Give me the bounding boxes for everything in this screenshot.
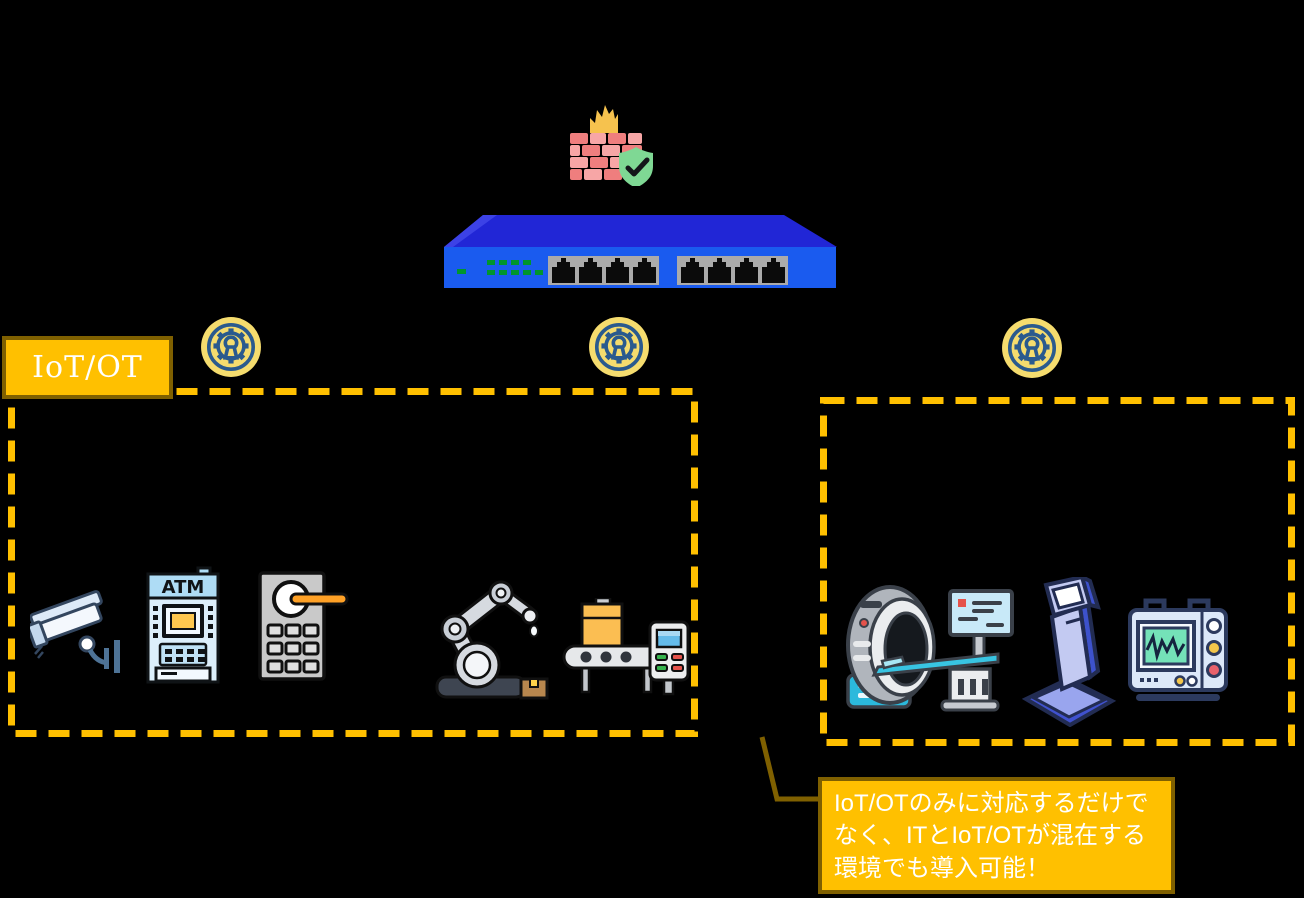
flame-shape xyxy=(590,105,618,133)
annotation-callout: IoT/OTのみに対応するだけで なく、ITとIoT/OTが混在する 環境でも導… xyxy=(818,777,1175,894)
ct-scanner-icon xyxy=(846,583,1018,720)
iot-sensor-icon-left xyxy=(200,316,262,383)
switch-leds xyxy=(457,260,543,275)
switch-port-group-2 xyxy=(677,256,788,285)
firewall-icon xyxy=(566,102,656,191)
iot-ot-zone-label: IoT/OT xyxy=(2,336,173,399)
right-zone-dashed-border xyxy=(820,397,1295,746)
kiosk-icon xyxy=(1021,573,1117,732)
iot-sensor-icon-middle xyxy=(588,316,650,383)
callout-connector-line xyxy=(755,730,825,810)
network-switch-icon xyxy=(443,213,838,295)
switch-port-group-1 xyxy=(548,256,659,285)
cctv-camera-icon xyxy=(26,584,130,681)
right-mixed-it-zone xyxy=(820,397,1295,751)
iot-sensor-icon-right xyxy=(1001,317,1063,384)
shield-check-icon xyxy=(619,147,653,188)
door-lock-keypad-icon xyxy=(258,571,350,688)
callout-line-1: IoT/OTのみに対応するだけで xyxy=(834,790,1149,817)
patient-monitor-icon xyxy=(1128,594,1230,713)
left-zone-dashed-border xyxy=(8,388,698,737)
callout-line-3: 環境でも導入可能！ xyxy=(834,854,1050,882)
atm-icon: ATM xyxy=(142,566,224,693)
iot-ot-zone-label-text: IoT/OT xyxy=(32,350,143,385)
robot-arm-icon xyxy=(435,575,550,705)
callout-line-2: なく、ITとIoT/OTが混在する xyxy=(834,822,1146,850)
conveyor-belt-icon xyxy=(558,596,690,703)
left-iot-ot-zone xyxy=(8,388,698,742)
atm-sign-text: ATM xyxy=(162,577,205,598)
